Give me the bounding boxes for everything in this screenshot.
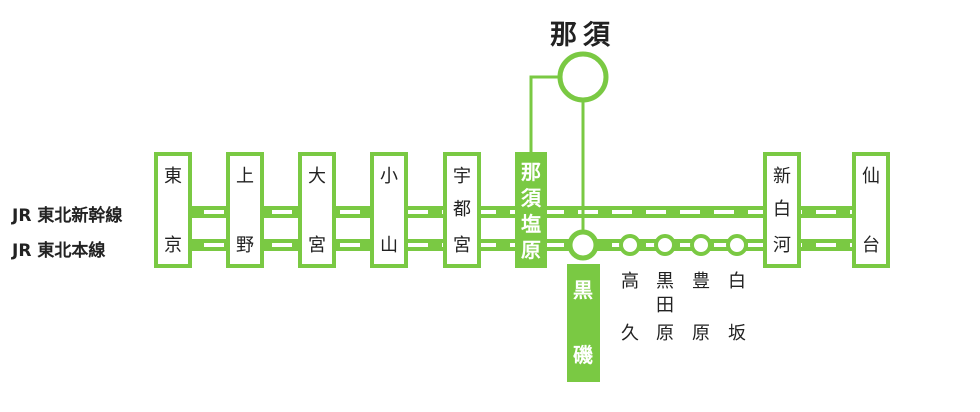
station-label: 黒 [573,278,593,302]
station-box [154,152,192,268]
station-label: 台 [862,235,880,256]
station-kuroiso: 黒 磯 [567,229,600,382]
station-label: 河 [773,235,791,256]
station-nasushiobara: 那 須 塩 原 [515,152,547,268]
stop-label: 豊 [692,271,710,292]
stop-label: 田 [656,295,674,316]
station-label: 宇 [453,166,471,187]
stop-marker [726,234,748,256]
connector-nasushiobara-nasu [529,75,558,152]
local-stop-toyohara: 豊原 [690,234,712,344]
station-label: 須 [521,186,542,210]
stop-marker [619,234,641,256]
line-label-honsen: JR 東北本線 [11,240,105,261]
stop-label: 高 [621,271,639,292]
station-label: 那 [521,160,541,184]
station-box [298,152,336,268]
station-label: 宮 [308,235,326,256]
station-utsunomiya: 宇都宮 [443,152,481,268]
station-sendai: 仙台 [852,152,890,268]
station-label: 京 [164,235,182,256]
stop-marker [654,234,676,256]
station-label: 小 [380,166,398,187]
station-label: 白 [773,199,791,220]
destination-circle [557,51,609,103]
station-box [226,152,264,268]
station-label: 都 [453,199,471,220]
station-label: 宮 [453,235,471,256]
station-label: 新 [773,166,791,187]
station-label: 塩 [521,212,541,236]
station-label: 大 [308,166,326,187]
destination-label: 那須 [550,20,616,51]
station-box [763,152,801,268]
station-label: 東 [164,166,182,187]
stop-label: 原 [692,323,710,344]
stop-marker [690,234,712,256]
station-label: 仙 [862,166,880,187]
station-oyama: 小山 [370,152,408,268]
station-ueno: 上野 [226,152,264,268]
stop-label: 久 [621,323,639,344]
station-label: 原 [521,238,541,262]
local-stop-kurodahara: 黒田原 [654,234,676,344]
station-label: 野 [236,235,254,256]
station-tokyo: 東京 [154,152,192,268]
station-box [370,152,408,268]
stop-label: 坂 [728,323,746,344]
stop-label: 白 [728,271,746,292]
station-box [852,152,890,268]
station-label: 山 [380,235,398,256]
station-omiya: 大宮 [298,152,336,268]
local-stop-takaku: 高久 [619,234,641,344]
local-stop-shirasaka: 白坂 [726,234,748,344]
station-shinshirakawa: 新白河 [763,152,801,268]
stop-label: 黒 [656,271,674,292]
stop-label: 原 [656,323,674,344]
station-box [443,152,481,268]
station-label: 上 [236,166,254,187]
line-label-shinkansen: JR 東北新幹線 [11,205,122,226]
station-label: 磯 [573,343,593,367]
